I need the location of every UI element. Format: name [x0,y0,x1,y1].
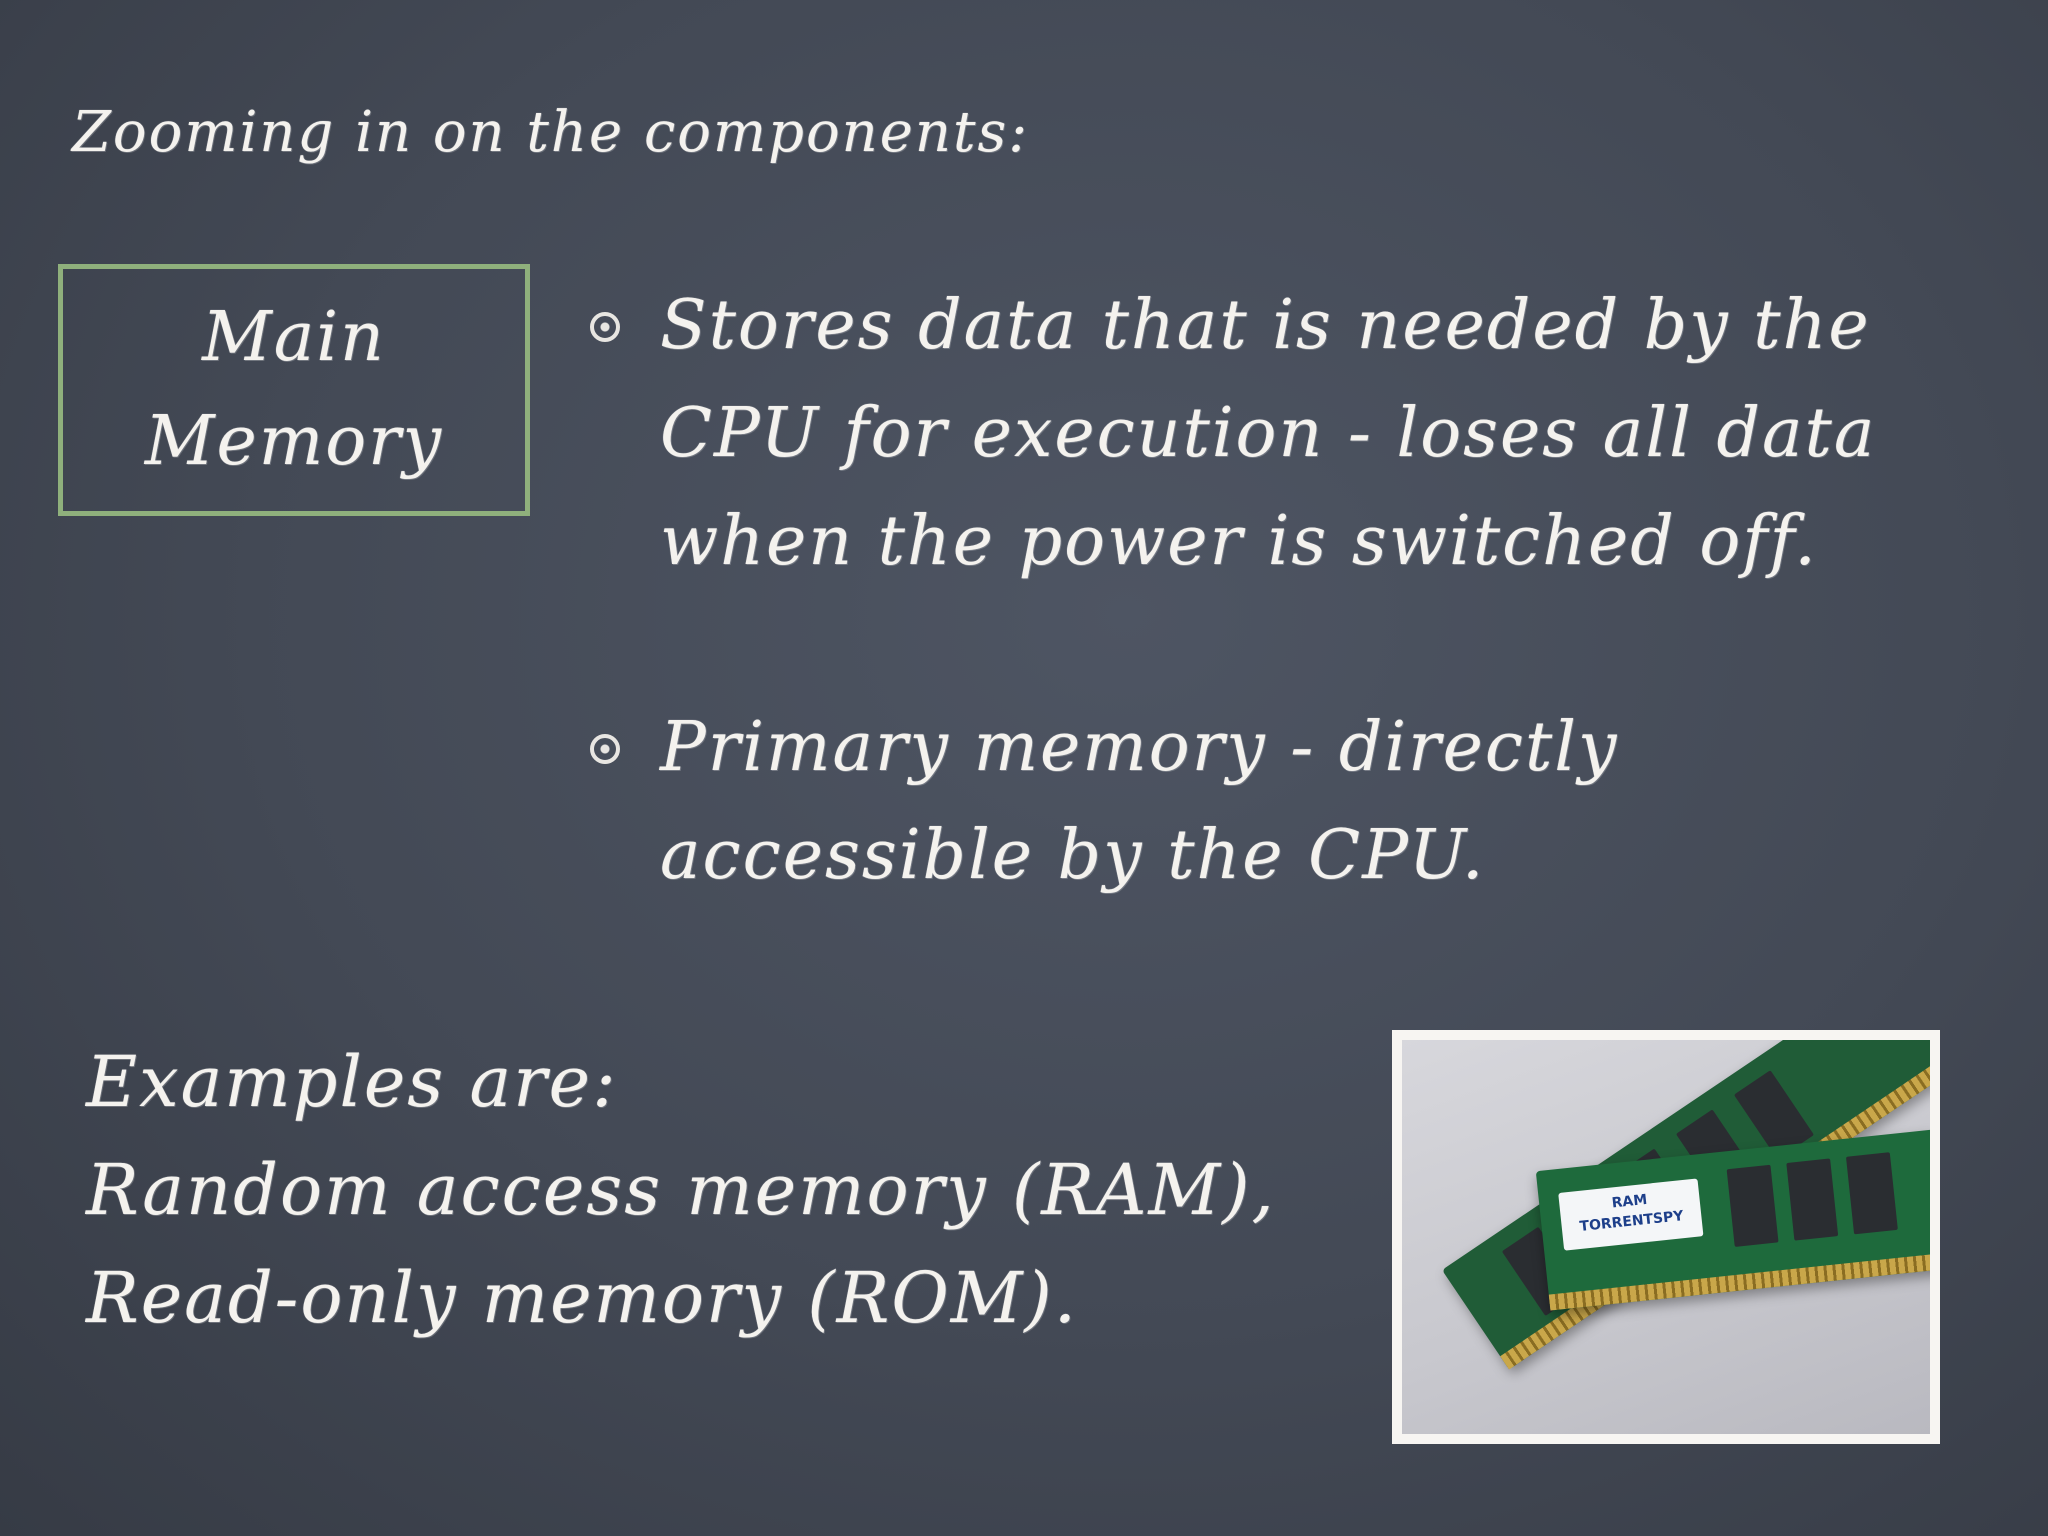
memory-chip [1726,1164,1779,1247]
main-memory-label: Main Memory [144,298,444,481]
memory-chip [1845,1152,1898,1235]
ram-sticker: RAM TORRENTSPY [1558,1178,1704,1251]
examples-intro: Examples are: [86,1041,618,1123]
examples-text: Examples are: Random access memory (RAM)… [86,1028,1286,1352]
bullet-item: Stores data that is needed by the CPU fo… [590,272,1920,596]
main-memory-box: Main Memory [58,264,530,516]
bullet-text: Stores data that is needed by the CPU fo… [660,286,1877,581]
ram-stick-front: RAM TORRENTSPY [1535,1129,1930,1311]
ram-photo: RAM TORRENTSPY [1392,1030,1940,1444]
bullet-item: Primary memory - directly accessible by … [590,694,1920,910]
bullet-circle-icon [590,312,620,342]
bullet-list: Stores data that is needed by the CPU fo… [590,272,1920,1008]
examples-list: Random access memory (RAM), Read-only me… [86,1149,1276,1339]
memory-chip [1786,1158,1839,1241]
bullet-text: Primary memory - directly accessible by … [660,708,1619,895]
slide-heading: Zooming in on the components: [72,100,1030,165]
bullet-circle-icon [590,734,620,764]
gold-contacts [1548,1252,1930,1311]
